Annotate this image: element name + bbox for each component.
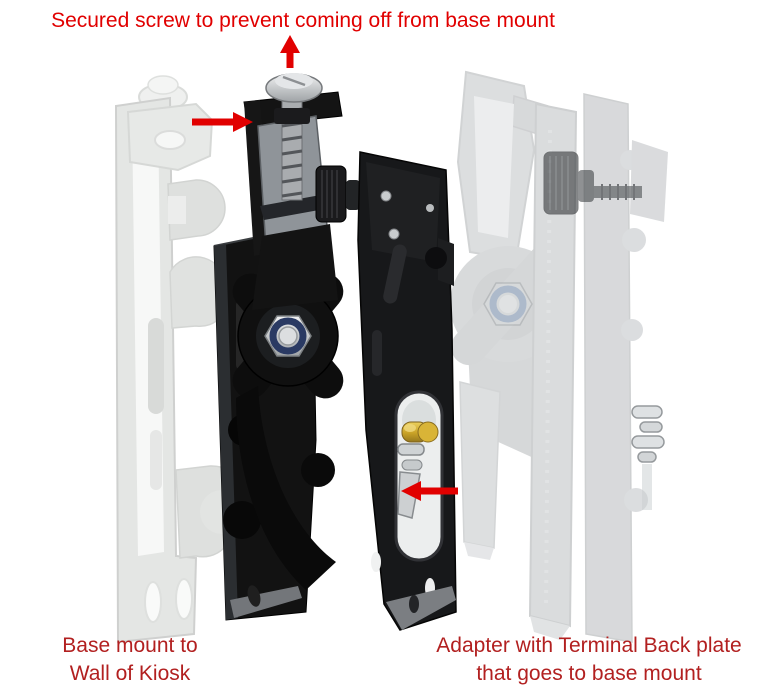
- arrow-left-icon: [401, 481, 458, 501]
- plate-bottom-hole: [247, 585, 261, 607]
- bottom-left-annotation: Base mount to Wall of Kiosk: [62, 632, 197, 688]
- bottom-right-annotation: Adapter with Terminal Back plate that go…: [436, 632, 741, 688]
- ghost-scallop-1: [620, 150, 640, 170]
- plate-mid-slot: [372, 330, 382, 376]
- hook-notch-1: [168, 196, 186, 224]
- plate-bottom-face: [230, 586, 302, 618]
- rail-slot: [148, 318, 164, 414]
- base-mount-screw-dome: [147, 75, 179, 95]
- ghost-left-tab-foot: [464, 542, 494, 560]
- plate-hole-bl: [371, 552, 381, 572]
- panel-screw-2: [388, 228, 400, 240]
- arrow-right-icon: [192, 112, 253, 132]
- foot-hole: [409, 595, 419, 613]
- terminal-plate-foot: [386, 586, 456, 630]
- rail-highlight: [132, 112, 164, 556]
- top-annotation: Secured screw to prevent coming off from…: [51, 9, 555, 32]
- ghost-lower-arm: [468, 342, 560, 470]
- ghost-scallop-2: [622, 228, 646, 252]
- ghost-right-plate: [583, 93, 633, 643]
- bottom-left-annotation-line1: Base mount to: [62, 634, 198, 657]
- base-mount-bracket: [114, 75, 247, 644]
- bottom-right-annotation-line2: that goes to base mount: [476, 662, 702, 685]
- bottom-right-annotation-line1: Adapter with Terminal Back plate: [436, 634, 742, 657]
- base-mount-top-tab: [126, 102, 214, 172]
- arrow-up-icon: [280, 35, 300, 68]
- bottom-slot-1: [144, 581, 162, 623]
- plate-bump-2: [301, 453, 335, 487]
- ghost-upper-flap: [456, 70, 536, 262]
- rail-slot-2: [150, 430, 162, 490]
- bottom-slot-2: [175, 578, 193, 620]
- annotation-arrows: [192, 35, 458, 501]
- secured-screw: [265, 73, 323, 201]
- plate-diag-slot: [383, 244, 407, 304]
- bottom-left-annotation-line2: Wall of Kiosk: [69, 662, 191, 685]
- ghost-left-tab: [459, 381, 501, 549]
- locknut-center: [278, 326, 298, 346]
- clamp-neck: [252, 224, 338, 310]
- base-mount-screw-cap: [138, 83, 188, 111]
- ghost-retaining-clip: [631, 405, 665, 510]
- top-tab-hole: [154, 130, 186, 150]
- ghost-hub-arm: [451, 244, 564, 366]
- ghost-thumbscrew: [543, 151, 642, 215]
- ghost-hub-inner: [472, 268, 544, 340]
- hub-lower-arm: [236, 386, 336, 590]
- clamp-lip: [260, 194, 330, 220]
- panel-screw-1: [380, 190, 392, 202]
- ghost-locknut: [483, 282, 533, 326]
- plate-right-knob: [425, 247, 447, 269]
- base-mount-rail: [114, 96, 198, 644]
- locknut-blue-ring: [269, 317, 307, 355]
- ghost-hub: [450, 246, 566, 362]
- ghost-flap-face: [474, 96, 514, 238]
- terminal-adapter-ghost: [450, 70, 668, 643]
- hook-tab-1: [167, 179, 226, 241]
- panel-screw-3: [426, 204, 434, 212]
- ghost-curl-tab: [511, 95, 558, 137]
- ghost-far-tab: [630, 140, 668, 222]
- adapter-assembly: [213, 73, 457, 631]
- latch-pin: [401, 421, 439, 443]
- ghost-plate-foot: [530, 616, 570, 640]
- plate-bump-3: [223, 501, 261, 539]
- ghost-scallop-3: [621, 319, 643, 341]
- plate-top-panel: [366, 162, 440, 262]
- ghost-center-plate: [528, 102, 578, 628]
